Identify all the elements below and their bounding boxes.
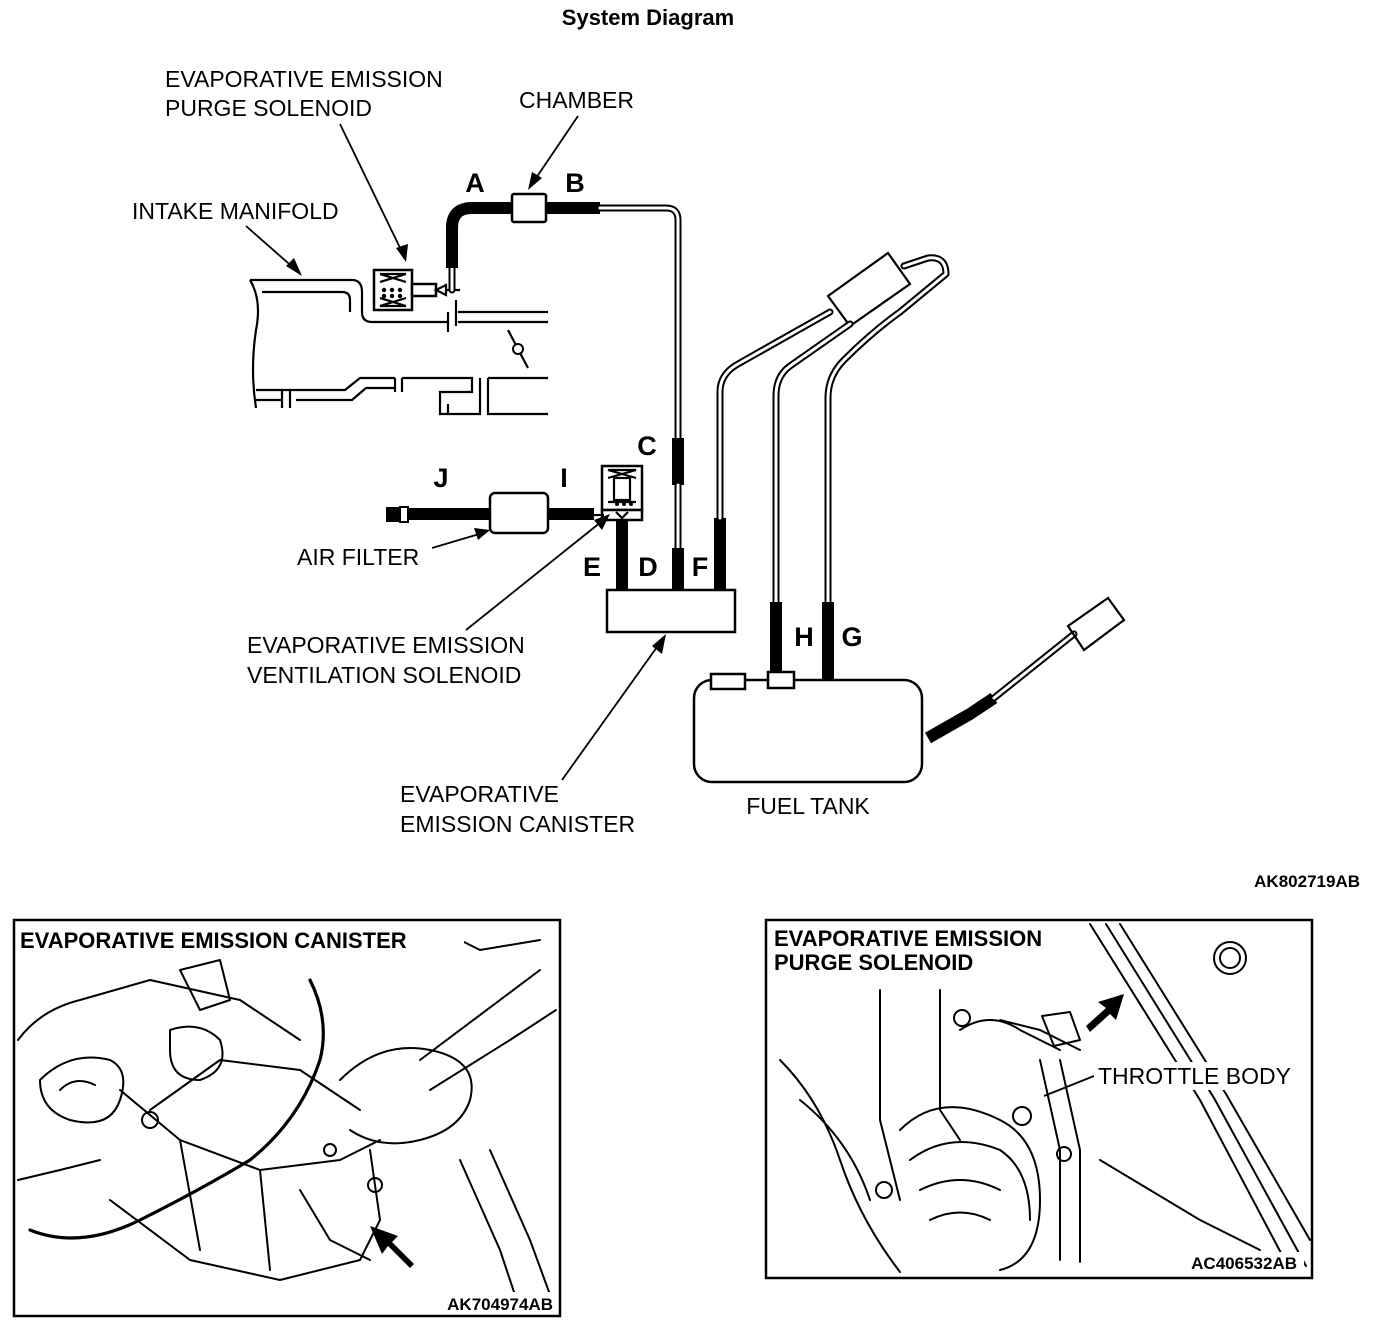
leader-lines <box>245 115 666 781</box>
hose-letter-g: G <box>841 622 862 652</box>
diagram-title: System Diagram <box>562 5 734 30</box>
purge-solenoid-location-panel: EVAPORATIVE EMISSION PURGE SOLENOID THRO… <box>764 918 1314 1280</box>
chamber <box>510 192 548 224</box>
filler-neck <box>772 251 950 606</box>
purge-solenoid <box>372 268 460 312</box>
panel2-callout-throttle-body: THROTTLE BODY <box>1098 1063 1291 1089</box>
panel2-title-2: PURGE SOLENOID <box>774 950 973 975</box>
label-canister-2: EMISSION CANISTER <box>400 811 635 837</box>
intake-manifold <box>249 278 548 416</box>
hose-letter-b: B <box>565 168 585 198</box>
label-vent-solenoid-2: VENTILATION SOLENOID <box>247 662 521 688</box>
label-vent-solenoid-1: EVAPORATIVE EMISSION <box>247 632 525 658</box>
label-air-filter: AIR FILTER <box>297 544 419 570</box>
air-inlet <box>386 507 400 522</box>
hose-letter-a: A <box>465 168 485 198</box>
hose-letter-d: D <box>638 552 658 582</box>
label-purge-solenoid-1: EVAPORATIVE EMISSION <box>165 66 443 92</box>
hose-letter-c: C <box>637 431 657 461</box>
air-filter <box>488 491 550 535</box>
label-purge-solenoid-2: PURGE SOLENOID <box>165 95 372 121</box>
hose-letter-e: E <box>583 552 601 582</box>
canister-location-panel: EVAPORATIVE EMISSION CANISTER AK704974AB <box>12 918 562 1318</box>
purge-photo-sketch <box>779 923 1311 1273</box>
label-chamber: CHAMBER <box>519 87 634 113</box>
hose-letter-f: F <box>692 552 709 582</box>
canister-photo-sketch <box>17 929 557 1311</box>
label-canister-1: EVAPORATIVE <box>400 781 559 807</box>
panel2-code: AC406532AB <box>1191 1254 1297 1273</box>
vent-solenoid <box>594 464 644 522</box>
panel1-title: EVAPORATIVE EMISSION CANISTER <box>20 928 407 953</box>
canister-arrow-icon <box>370 1226 414 1268</box>
throttle-valve-symbol <box>507 329 529 369</box>
purge-arrow-icon <box>1086 994 1124 1032</box>
canister <box>605 588 737 634</box>
hose-letter-j: J <box>433 463 448 493</box>
hose-letter-i: I <box>560 463 568 493</box>
label-intake-manifold: INTAKE MANIFOLD <box>132 198 339 224</box>
panel1-code: AK704974AB <box>447 1295 553 1314</box>
diagram-code: AK802719AB <box>1254 872 1360 891</box>
hose-a <box>446 202 512 268</box>
hose-letter-h: H <box>794 622 814 652</box>
panel2-title-1: EVAPORATIVE EMISSION <box>774 926 1042 951</box>
fuel-tank <box>692 596 1126 784</box>
label-fuel-tank: FUEL TANK <box>746 793 870 819</box>
